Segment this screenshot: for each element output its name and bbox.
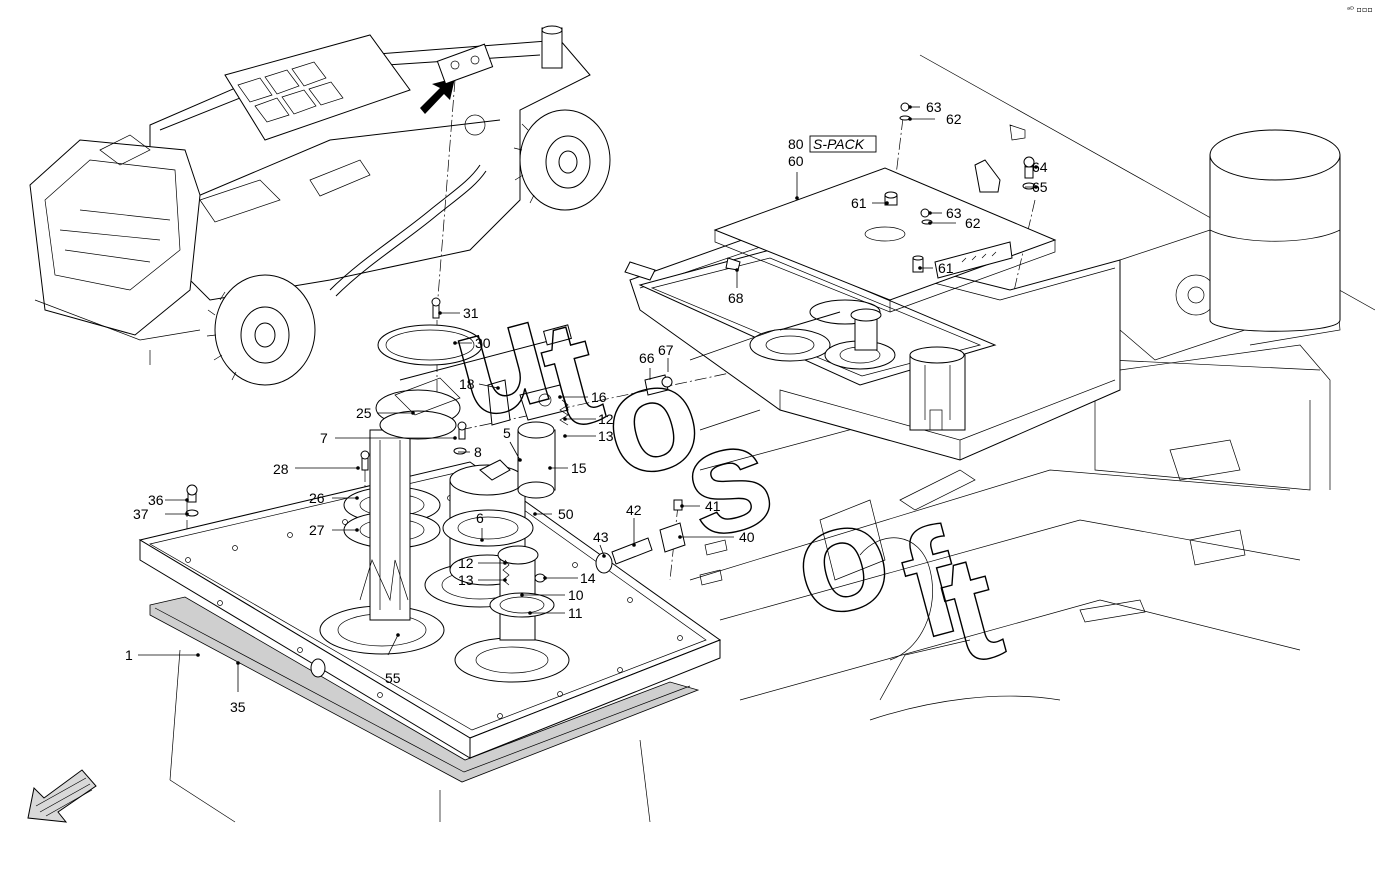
callout-64: 64 <box>1032 159 1048 175</box>
callout-18: 18 <box>459 376 475 392</box>
callout-67: 67 <box>658 342 674 358</box>
callout-66: 66 <box>639 350 655 366</box>
orientation-arrow-icon <box>27 769 97 823</box>
svg-text:o: o <box>775 465 907 651</box>
callout-60: 60 <box>788 153 804 169</box>
chassis-frame <box>624 54 1375 721</box>
callout-11: 11 <box>568 605 583 621</box>
callout-35: 35 <box>230 699 246 715</box>
callout-61b: 61 <box>938 260 954 276</box>
callout-50: 50 <box>558 506 574 522</box>
callout-13b: 13 <box>458 572 474 588</box>
callout-14: 14 <box>580 570 596 586</box>
callout-63a: 63 <box>926 99 942 115</box>
corner-mark: ᵃᴰ ▫▫▫ <box>1347 5 1373 14</box>
callout-labels: 1 35 55 25 7 8 28 26 27 31 30 18 16 12 1… <box>125 99 1048 715</box>
callout-10: 10 <box>568 587 584 603</box>
callout-6: 6 <box>476 510 484 526</box>
callout-26: 26 <box>309 490 325 506</box>
s-pack-label: S-PACK <box>813 136 865 152</box>
callout-42: 42 <box>626 502 642 518</box>
callout-7: 7 <box>320 430 328 446</box>
callout-8: 8 <box>474 444 482 460</box>
callout-1: 1 <box>125 647 133 663</box>
callout-43: 43 <box>593 529 609 545</box>
callout-55: 55 <box>385 670 401 686</box>
callout-13a: 13 <box>598 428 614 444</box>
callout-41: 41 <box>705 498 721 514</box>
callout-27: 27 <box>309 522 325 538</box>
machine-overview <box>29 25 611 386</box>
callout-25: 25 <box>356 405 372 421</box>
callout-61a: 61 <box>851 195 867 211</box>
callout-40: 40 <box>739 529 755 545</box>
callout-65: 65 <box>1032 179 1048 195</box>
callout-16: 16 <box>591 389 607 405</box>
watermark: u t o s o f t <box>434 264 1017 696</box>
callout-leaders <box>138 105 1038 692</box>
callout-62a: 62 <box>946 111 962 127</box>
callout-80: 80 <box>788 136 804 152</box>
callout-30: 30 <box>475 335 491 351</box>
tank-assembly <box>138 297 722 823</box>
callout-15: 15 <box>571 460 587 476</box>
callout-5: 5 <box>503 425 511 441</box>
s-pack-box: S-PACK <box>809 135 877 153</box>
callout-63b: 63 <box>946 205 962 221</box>
callout-37: 37 <box>133 506 149 522</box>
callout-12a: 12 <box>598 411 614 427</box>
callout-28: 28 <box>273 461 289 477</box>
callout-31: 31 <box>463 305 479 321</box>
callout-12b: 12 <box>458 555 474 571</box>
callout-62b: 62 <box>965 215 981 231</box>
callout-36: 36 <box>148 492 164 508</box>
callout-68: 68 <box>728 290 744 306</box>
